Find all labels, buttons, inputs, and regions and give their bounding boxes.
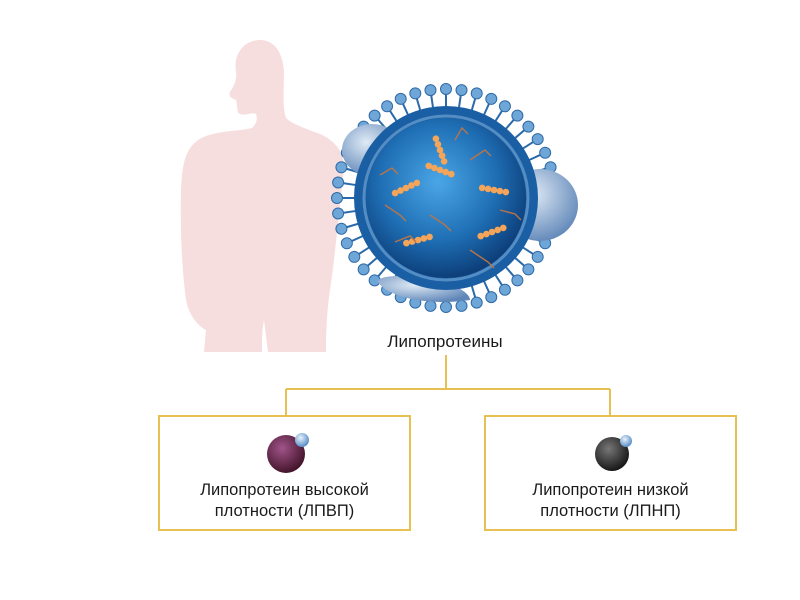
connector-lines — [285, 355, 611, 415]
ldl-label: Липопротеин низкой плотности (ЛПНП) — [486, 480, 735, 522]
hdl-label-line1: Липопротеин высокой — [200, 481, 369, 499]
hdl-label: Липопротеин высокой плотности (ЛПВП) — [160, 480, 409, 522]
human-silhouette-icon — [180, 40, 345, 352]
hdl-box: Липопротеин высокой плотности (ЛПВП) — [158, 415, 411, 531]
hdl-label-line2: плотности (ЛПВП) — [214, 502, 355, 520]
ldl-label-line1: Липопротеин низкой — [532, 481, 689, 499]
hdl-particle-icon — [267, 433, 309, 473]
ldl-box: Липопротеин низкой плотности (ЛПНП) — [484, 415, 737, 531]
lipoprotein-particle-icon — [331, 83, 578, 313]
ldl-label-line2: плотности (ЛПНП) — [540, 502, 681, 520]
root-label: Липопротеины — [387, 332, 503, 351]
ldl-particle-icon — [595, 435, 632, 471]
